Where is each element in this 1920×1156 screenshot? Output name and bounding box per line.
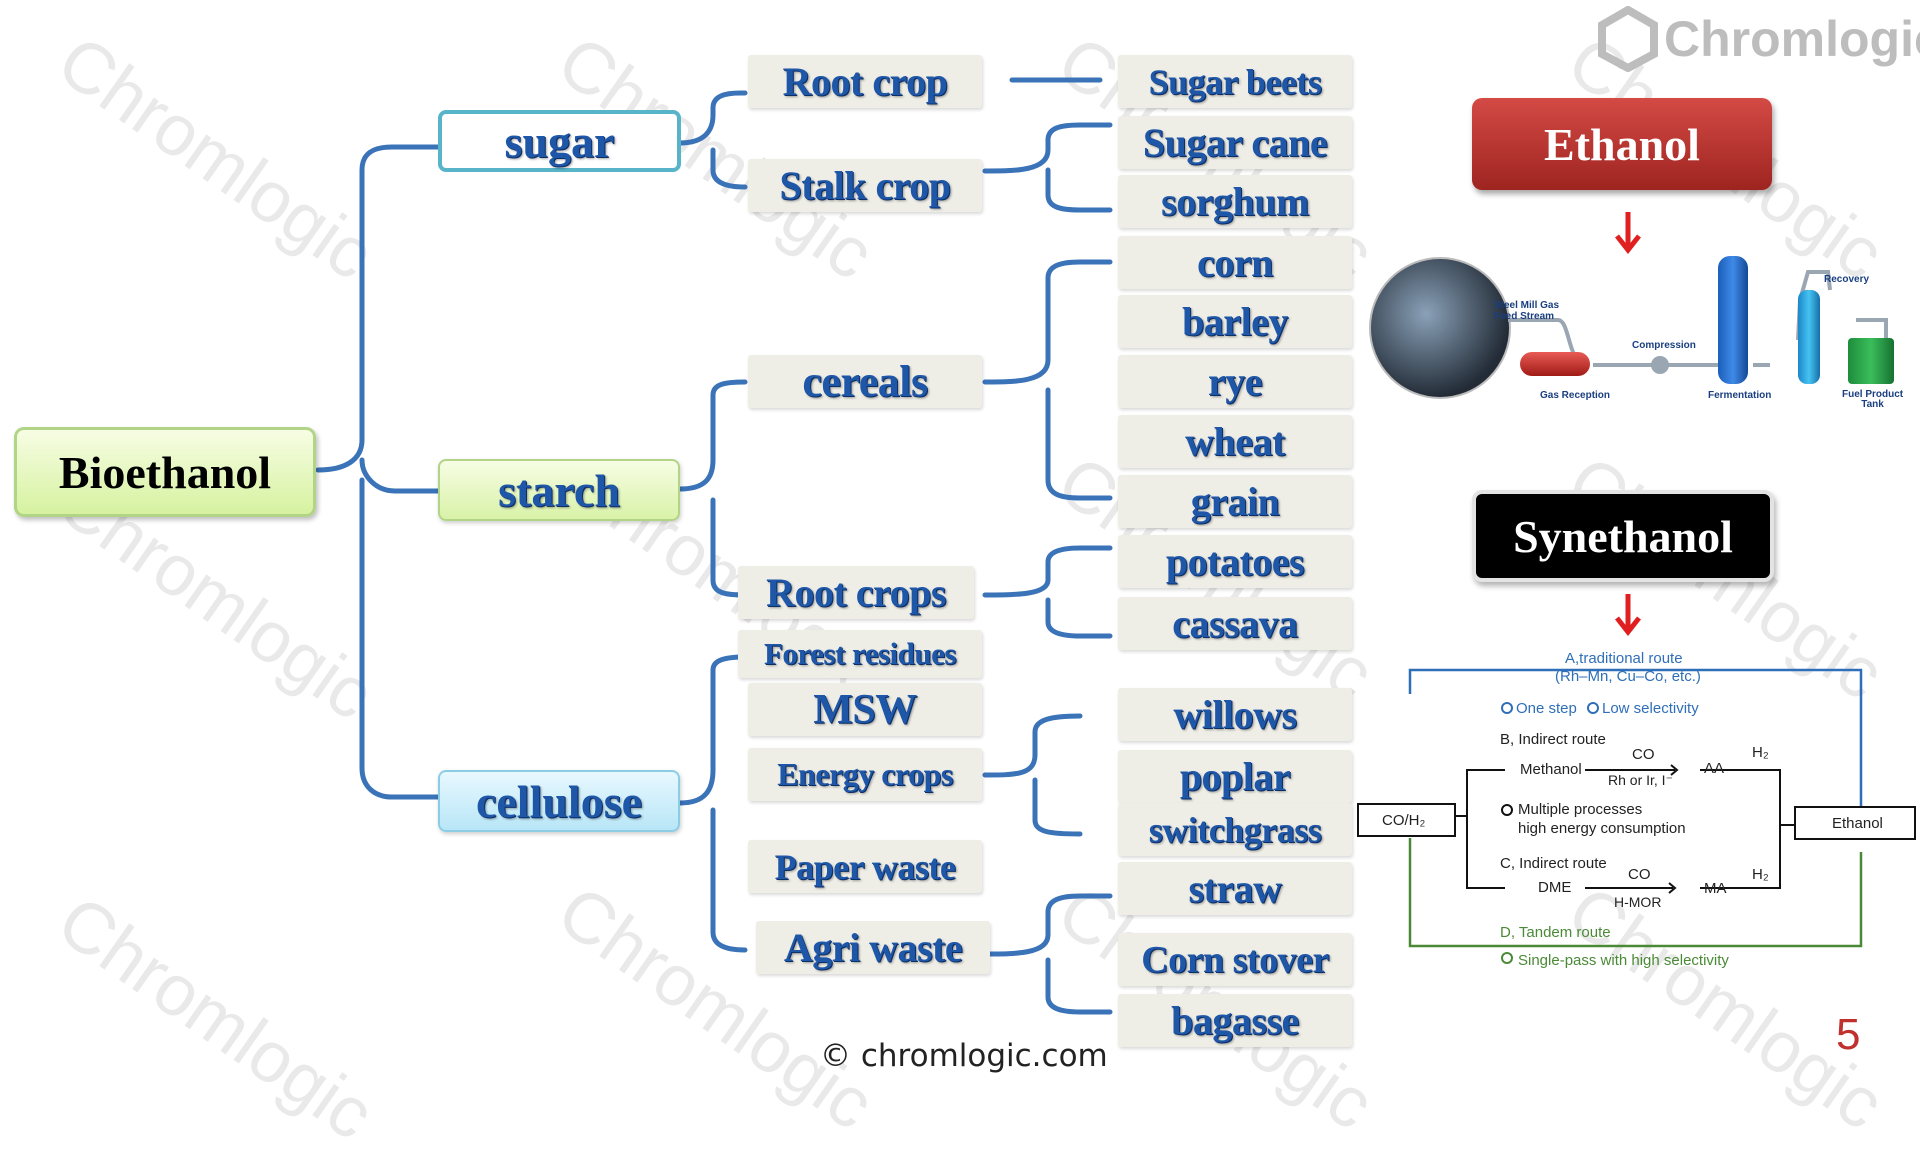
page-number: 5 <box>1836 1010 1861 1059</box>
multiple-processes-label: Multiple processes <box>1518 801 1643 818</box>
label-feed-stream: Steel Mill Gas Feed Stream <box>1494 300 1560 322</box>
low-selectivity-label: Low selectivity <box>1602 700 1699 717</box>
dme-label: DME <box>1538 879 1572 896</box>
label-gas-reception: Gas Reception <box>1540 390 1611 401</box>
synethanol-title: Synethanol <box>1472 490 1774 582</box>
source-agri-waste: Agri waste <box>756 921 990 974</box>
feedstock-corn: corn <box>1118 236 1352 289</box>
ethanol-title: Ethanol <box>1472 98 1772 190</box>
route-c-label: C, Indirect route <box>1500 855 1607 872</box>
arrow-down-icon <box>1613 210 1643 258</box>
feedstock-sugar-beets: Sugar beets <box>1118 55 1352 108</box>
arrow-down-icon <box>1613 592 1643 640</box>
synethanol-routes-diagram <box>1357 668 1916 964</box>
route-d-label: D, Tandem route <box>1500 924 1611 941</box>
hexagon-icon <box>1598 6 1658 72</box>
feedstock-corn-stover: Corn stover <box>1118 933 1352 986</box>
ma-label: MA <box>1704 880 1727 897</box>
source-msw: MSW <box>748 683 982 736</box>
label-product-tank: Fuel Product Tank <box>1842 389 1904 410</box>
source-cereals: cereals <box>748 355 982 408</box>
source-stalk-crop: Stalk crop <box>748 159 982 212</box>
feedstock-rye: rye <box>1118 355 1352 408</box>
category-starch: starch <box>438 459 680 521</box>
aa-label: AA <box>1704 760 1725 777</box>
feedstock-bagasse: bagasse <box>1118 994 1352 1047</box>
feedstock-cassava: cassava <box>1118 597 1352 650</box>
feedstock-wheat: wheat <box>1118 415 1352 468</box>
h2-label: H₂ <box>1752 866 1769 883</box>
connector-lines <box>315 77 1113 1015</box>
one-step-label: One step <box>1516 700 1577 717</box>
co-label: CO <box>1632 746 1655 763</box>
route-b-label: B, Indirect route <box>1500 731 1606 748</box>
category-sugar: sugar <box>438 110 681 172</box>
source-energy-crops: Energy crops <box>748 748 982 801</box>
route-a-label: A,traditional route <box>1565 650 1683 667</box>
route-a-catalysts: (Rh–Mn, Cu–Co, etc.) <box>1555 668 1701 685</box>
h-mor-label: H-MOR <box>1614 894 1662 910</box>
source-root-crops: Root crops <box>738 566 974 619</box>
feedstock-switchgrass: switchgrass <box>1118 803 1352 856</box>
label-fermentation: Fermentation <box>1708 390 1772 401</box>
category-cellulose: cellulose <box>438 770 680 832</box>
feedstock-willows: willows <box>1118 688 1352 741</box>
ethanol-product-label: Ethanol <box>1832 815 1883 832</box>
single-pass-label: Single-pass with high selectivity <box>1518 952 1729 969</box>
source-root-crop: Root crop <box>748 55 982 108</box>
root-node-bioethanol: Bioethanol <box>14 427 316 517</box>
catalyst-rh-label: Rh or Ir, I⁻ <box>1608 772 1673 788</box>
methanol-label: Methanol <box>1520 761 1582 778</box>
brand-name: Chromlogic <box>1664 11 1920 67</box>
brand-logo: Chromlogic <box>1598 6 1920 72</box>
feedstock-barley: barley <box>1118 295 1352 348</box>
root-label: Bioethanol <box>58 446 272 498</box>
label-compression: Compression <box>1632 340 1696 351</box>
co-label: CO <box>1628 866 1651 883</box>
source-forest-residues: Forest residues <box>738 630 982 678</box>
feedstock-poplar: poplar <box>1118 750 1352 803</box>
feedstock-potatoes: potatoes <box>1118 535 1352 588</box>
feedstock-sugar-cane: Sugar cane <box>1118 116 1352 169</box>
footer-copyright: © chromlogic.com <box>820 1038 1108 1074</box>
gas-fermentation-illustration <box>1369 256 1894 399</box>
coh2-label: CO/H₂ <box>1382 812 1426 829</box>
high-energy-label: high energy consumption <box>1518 820 1686 837</box>
h2-label: H₂ <box>1752 744 1769 761</box>
feedstock-straw: straw <box>1118 862 1352 915</box>
source-paper-waste: Paper waste <box>748 840 982 893</box>
feedstock-sorghum: sorghum <box>1118 175 1352 228</box>
label-recovery: Recovery <box>1824 274 1870 285</box>
feedstock-grain: grain <box>1118 475 1352 528</box>
